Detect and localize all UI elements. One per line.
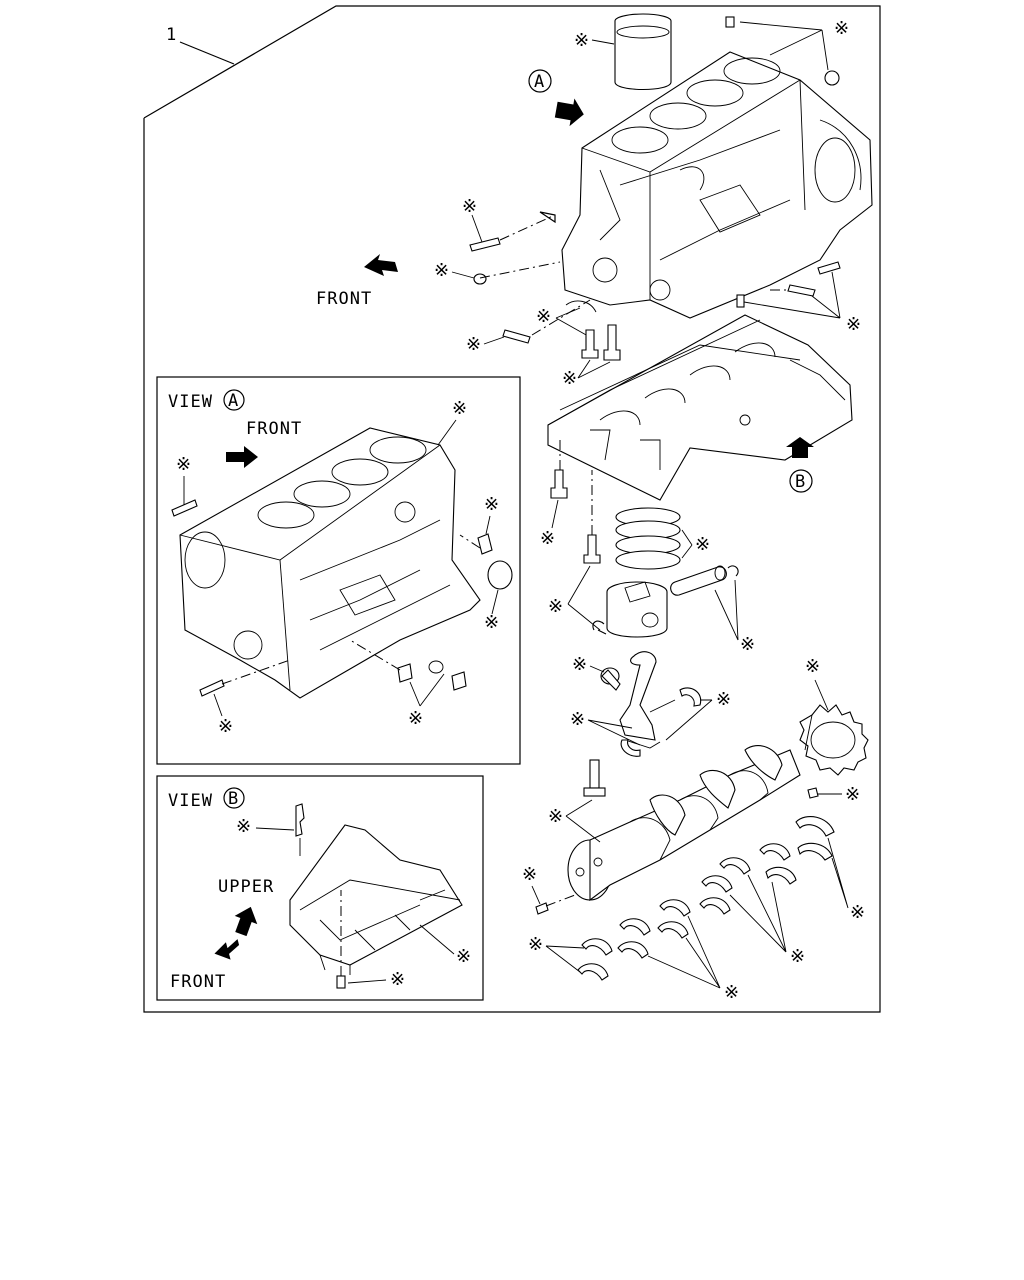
callout-main-bolts: ※	[562, 368, 577, 389]
view-b-title: VIEW	[168, 791, 213, 811]
callout-gear: ※	[805, 656, 820, 677]
callout-view-a-plugs-bottom: ※	[408, 708, 423, 729]
view-b-upper-label: UPPER	[218, 877, 274, 897]
callout-right-studs: ※	[846, 314, 861, 335]
view-b-front-label: FRONT	[170, 972, 226, 992]
crankshaft-gear: ※	[799, 656, 869, 776]
callout-rod-bushing: ※	[572, 654, 587, 675]
callout-rod-bearing: ※	[716, 689, 731, 710]
callout-piston-bolt: ※	[548, 596, 563, 617]
crankshaft: ※ ※ ※	[522, 745, 860, 915]
callout-top-right: ※	[834, 18, 849, 39]
piston-rings: ※	[615, 507, 710, 570]
front-arrow-main: FRONT	[316, 254, 398, 309]
callout-main-bearing-lower: ※	[724, 982, 739, 1003]
callout-bolts-center: ※	[536, 306, 551, 327]
callout-crank-pin: ※	[845, 784, 860, 805]
front-label-main: FRONT	[316, 289, 372, 309]
callout-main-bearing-upper: ※	[790, 946, 805, 967]
callout-rings: ※	[695, 534, 710, 555]
callout-view-b-plug: ※	[390, 969, 405, 990]
main-bearing-bolts: ※	[562, 300, 621, 389]
callout-bearing-left: ※	[528, 934, 543, 955]
callout-dowel: ※	[522, 864, 537, 885]
view-b-letter: B	[228, 789, 239, 809]
main-callouts: ※ ※ ※ ※ ※ ※ ※	[434, 18, 861, 355]
callout-crank-bolts: ※	[548, 806, 563, 827]
callout-view-a-stud-bottom: ※	[218, 716, 233, 737]
connecting-rod: ※ ※ ※	[570, 651, 731, 757]
callout-stud-left: ※	[462, 196, 477, 217]
callout-thrust-washers: ※	[850, 902, 865, 923]
callout-liner: ※	[574, 30, 589, 51]
callout-view-a-block: ※	[452, 398, 467, 419]
callout-crankcase-bolt: ※	[540, 528, 555, 549]
view-a-title: VIEW	[168, 392, 213, 412]
main-bearings: ※ ※ ※ ※	[528, 816, 865, 1003]
view-a-front-label: FRONT	[246, 419, 302, 439]
callout-view-a-plug: ※	[484, 494, 499, 515]
marker-a-letter: A	[534, 72, 545, 92]
piston-callouts: ※ ※	[548, 565, 755, 655]
item-number: 1	[166, 25, 177, 45]
assembly-frame: 1	[143, 5, 881, 1013]
crankcase-lower	[547, 314, 853, 501]
view-a-marker: A	[528, 69, 584, 127]
block-studs	[469, 16, 841, 344]
piston	[592, 565, 739, 638]
piston-pin	[670, 565, 727, 596]
callout-view-a-cap: ※	[484, 612, 499, 633]
callout-stud-lower: ※	[466, 334, 481, 355]
view-b-panel: VIEW B ※ UPPER ※ ※ FRONT	[156, 775, 484, 1001]
callout-view-b-case: ※	[456, 946, 471, 967]
callout-rod-bolts: ※	[570, 709, 585, 730]
callout-view-b-pin: ※	[236, 816, 251, 837]
view-a-letter: A	[228, 391, 239, 411]
crankcase-bolts: ※	[540, 440, 601, 564]
view-b-marker: B	[786, 437, 814, 493]
marker-b-letter: B	[795, 472, 806, 492]
cylinder-liner	[614, 13, 672, 90]
callout-piston-pin: ※	[740, 634, 755, 655]
callout-view-a-stud-top: ※	[176, 454, 191, 475]
view-a-panel: VIEW A FRONT ※ ※ ※ ※ ※ ※	[156, 376, 521, 765]
callout-plug: ※	[434, 260, 449, 281]
cylinder-block	[561, 51, 873, 319]
